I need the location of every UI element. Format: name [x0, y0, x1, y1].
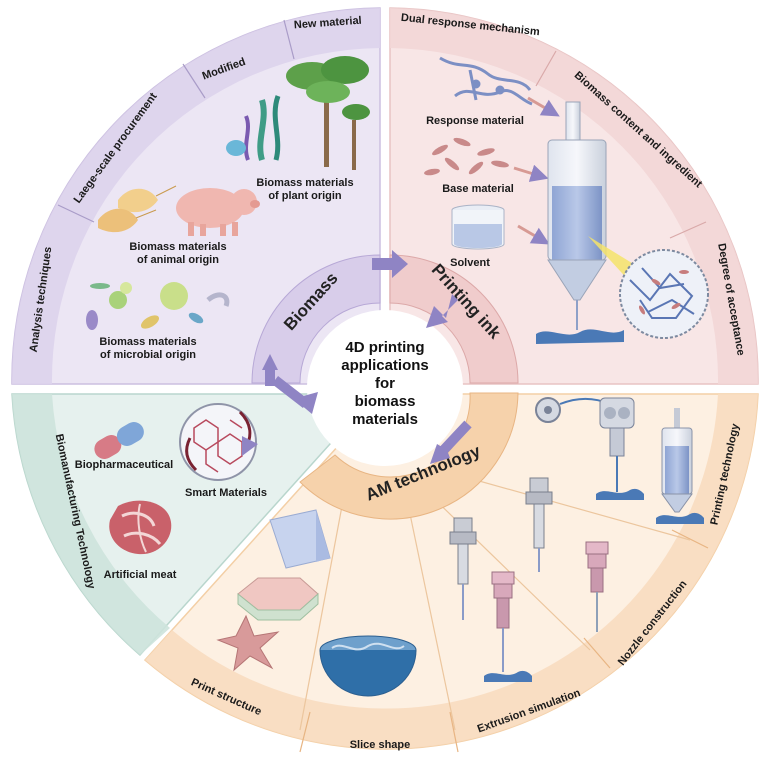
label-microbial-origin-2: of microbial origin — [100, 349, 196, 361]
microbe-icon — [86, 282, 230, 330]
smart-materials-icon — [179, 403, 259, 481]
shrimp-icon — [98, 185, 177, 233]
label-artificial-meat: Artificial meat — [104, 569, 177, 581]
artificial-meat-icon — [109, 500, 172, 555]
syringe-printer-icon — [656, 408, 704, 524]
label-microbial-origin-1: Biomass materials — [99, 336, 196, 348]
label-smart-materials: Smart Materials — [185, 487, 267, 499]
label-animal-origin-2: of animal origin — [137, 254, 219, 266]
nozzle-grey-2-icon — [525, 477, 553, 572]
nozzle-pink-1-icon — [484, 571, 532, 682]
solvent-beaker-icon — [451, 204, 505, 250]
arrow-biomass-to-ink — [372, 250, 408, 278]
arrow-biomanufacturing-shaft — [271, 376, 310, 408]
hemisphere-slice-icon — [319, 635, 417, 697]
label-plant-origin-2: of plant origin — [268, 190, 342, 202]
label-biopharmaceutical: Biopharmaceutical — [75, 459, 173, 471]
center-line-1: 4D printing — [345, 339, 424, 356]
label-animal-origin-1: Biomass materials — [129, 241, 226, 253]
nozzle-pink-2-icon — [585, 541, 609, 632]
print-structure-shapes — [216, 509, 331, 672]
tab-slice-shape[interactable]: Slice shape — [350, 739, 411, 751]
arrow-biomanufacturing-to-biomass — [262, 354, 278, 370]
label-response-material: Response material — [426, 115, 524, 127]
syringe-icon — [536, 101, 624, 344]
label-base-material: Base material — [442, 183, 514, 195]
nozzle-grey-1-icon — [449, 517, 477, 620]
ring-biomass — [251, 254, 381, 384]
flow-arrows — [262, 250, 472, 464]
response-material-icon — [439, 56, 533, 106]
network-zoom-icon — [619, 249, 709, 339]
base-material-icon — [424, 137, 509, 176]
label-plant-origin-1: Biomass materials — [256, 177, 353, 189]
pig-icon — [176, 188, 260, 236]
center-line-4: biomass — [355, 393, 416, 410]
arrow-am-to-center-shaft — [434, 420, 472, 460]
label-solvent: Solvent — [450, 257, 490, 269]
tree-icon — [286, 56, 370, 170]
filament-printer-icon — [535, 397, 644, 500]
capsule-icon — [94, 422, 144, 459]
seaweed-icon — [226, 95, 281, 161]
center-line-2: applications — [341, 357, 429, 374]
ring-printing-ink — [389, 254, 519, 384]
arrow-ink-to-center — [426, 294, 458, 328]
tab-new-material[interactable]: New material — [294, 15, 363, 32]
center-line-3: for — [375, 375, 395, 392]
center-circle — [307, 310, 463, 466]
ink-flow-arrows — [513, 96, 560, 245]
center-line-5: materials — [352, 411, 418, 428]
